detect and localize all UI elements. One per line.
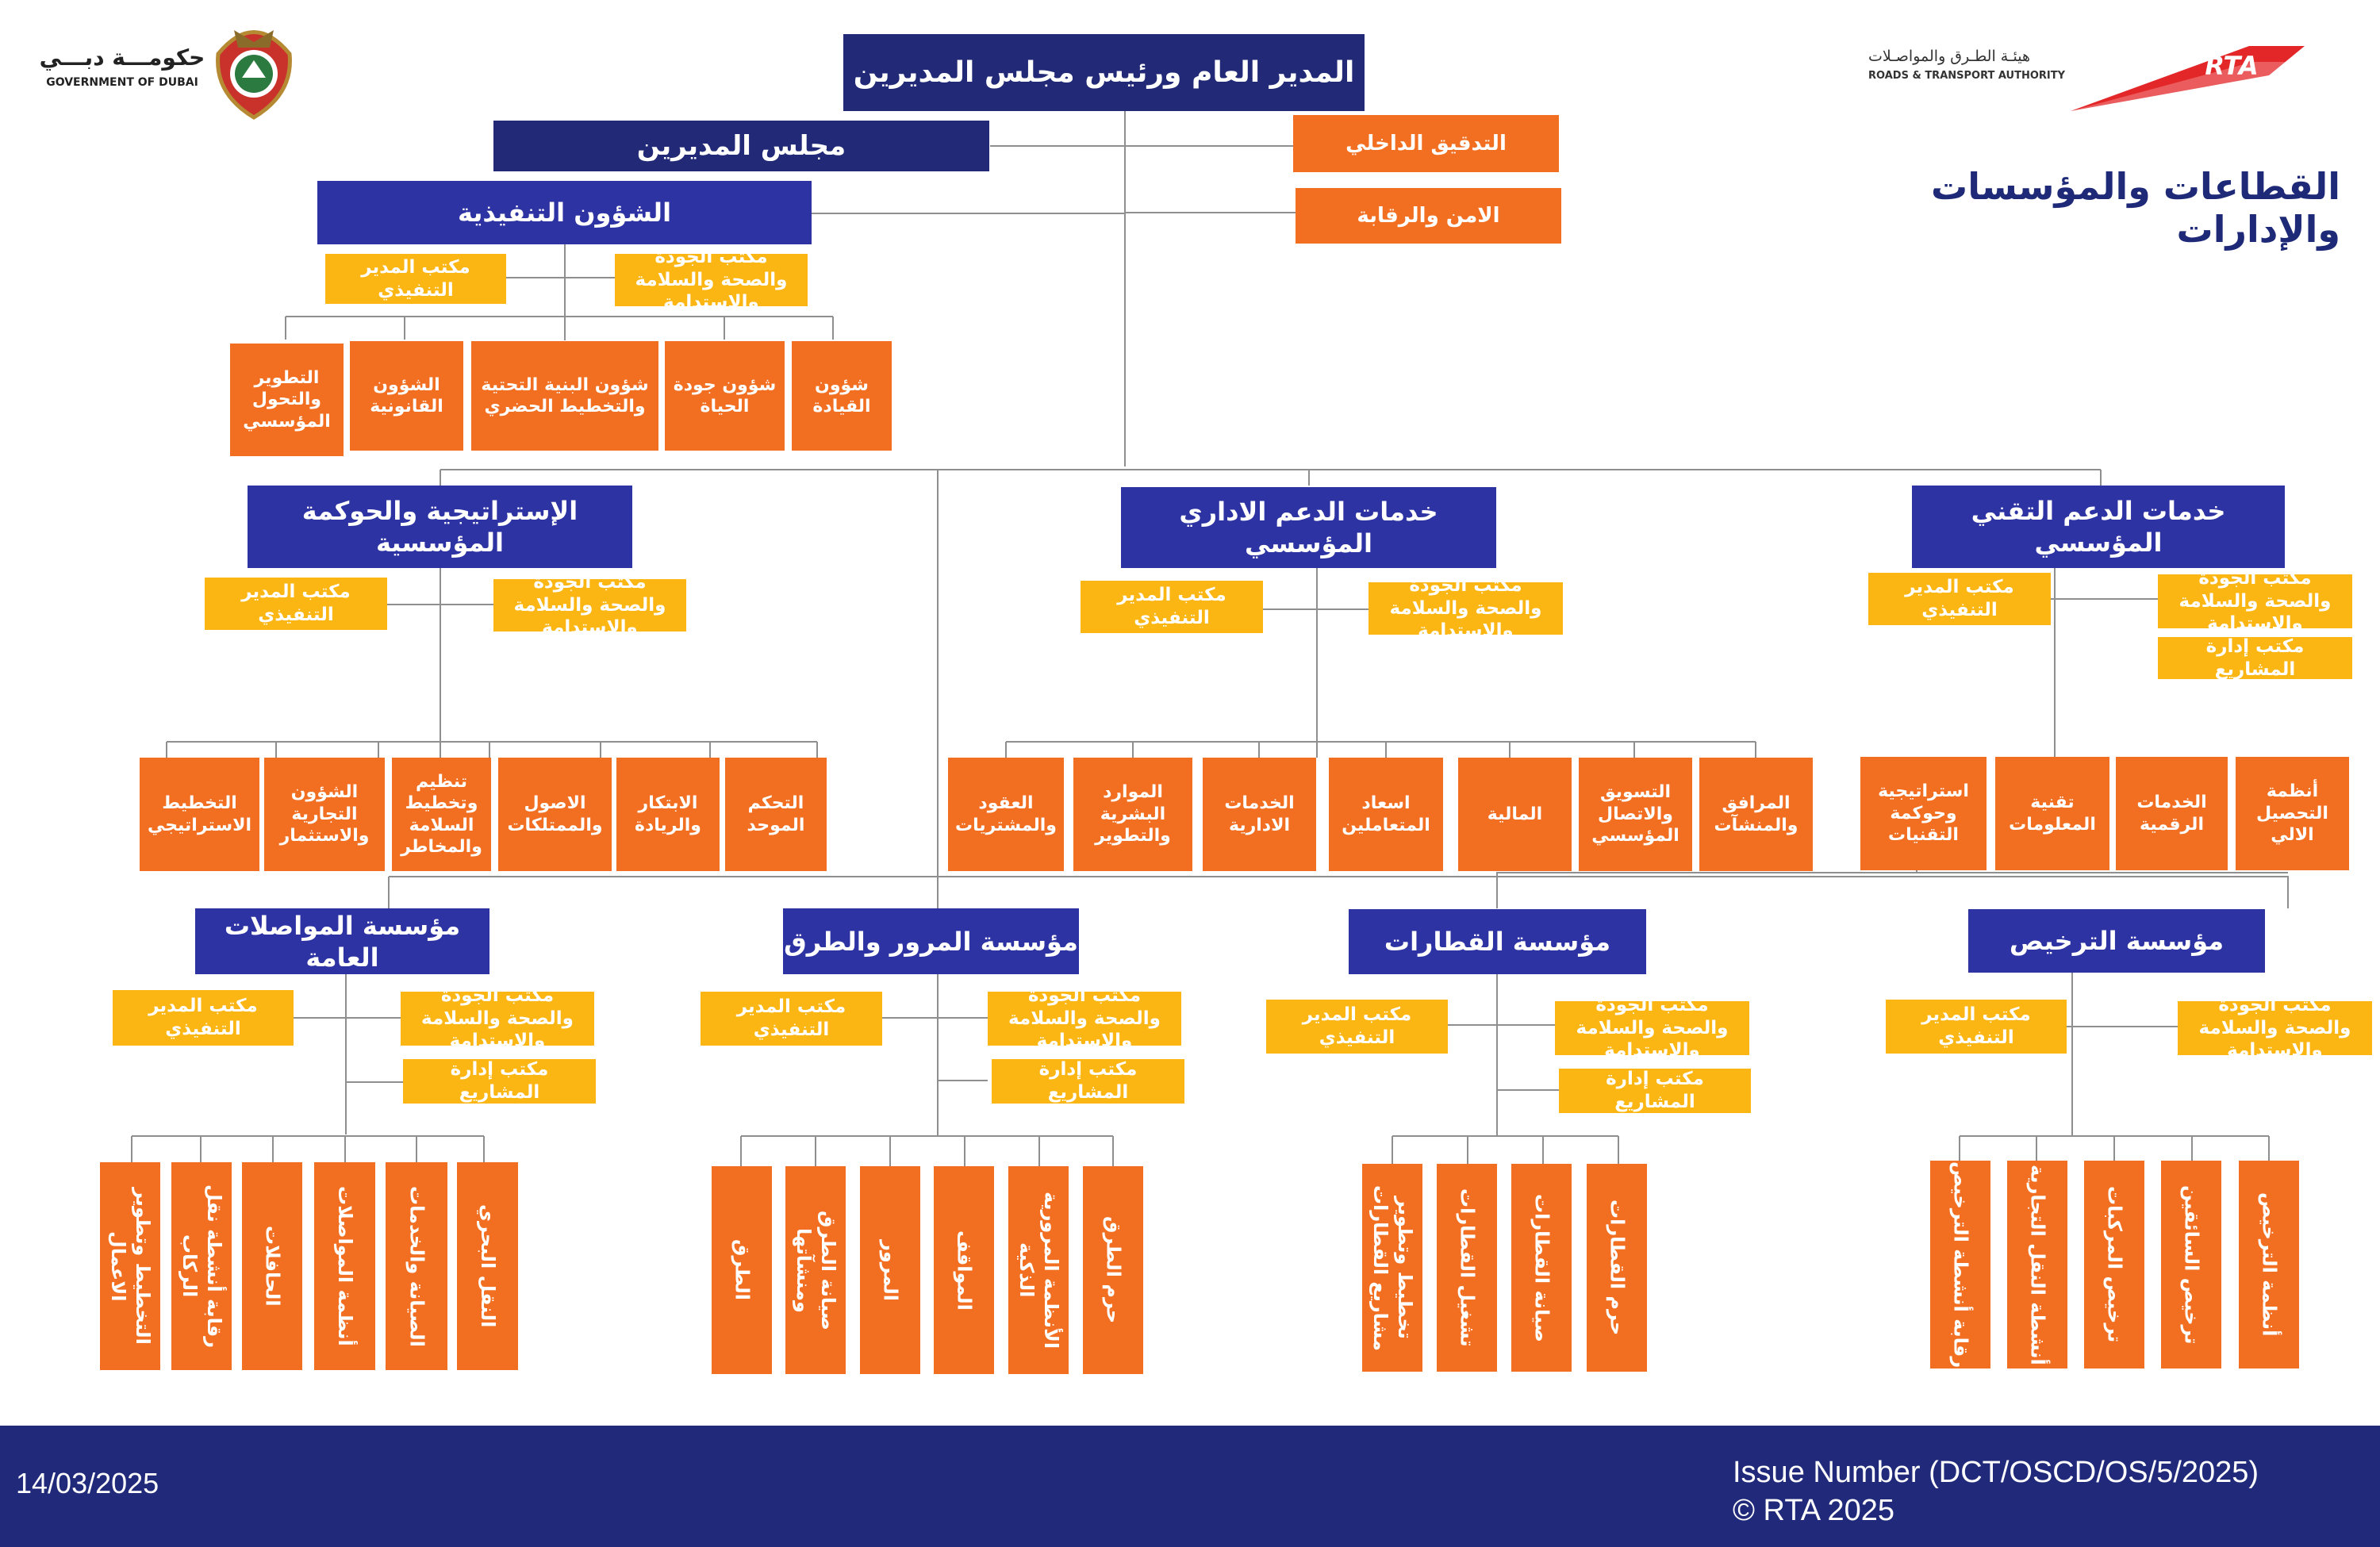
agency-1-office-quality: مكتب الجودة والصحة والسلامة والاستدامة bbox=[401, 992, 594, 1046]
rta-logo: هيئـة الطـرق والمواصـلات ROADS & TRANSPO… bbox=[1868, 40, 2305, 115]
rta-logo-text-ar: هيئـة الطـرق والمواصـلات bbox=[1868, 48, 2031, 65]
agency-2-unit: صيانة الطرق ومنشآتها bbox=[785, 1166, 846, 1374]
sector-3-office-ceo: مكتب المدير التنفيذي bbox=[1868, 573, 2051, 625]
sector-1-unit: التحكم الموحد bbox=[725, 758, 827, 871]
sector-1-office-quality: مكتب الجودة والصحة والسلامة والاستدامة bbox=[493, 579, 686, 631]
copyright: © RTA 2025 bbox=[1733, 1494, 1895, 1527]
agency-1-unit: النقل البحري bbox=[457, 1162, 518, 1370]
executive-office-quality: مكتب الجودة والصحة والسلامة والاستدامة bbox=[615, 254, 808, 306]
sector-1-unit: تنظيم وتخطيط السلامة والمخاطر bbox=[392, 758, 491, 871]
agency-3-unit: تشغيل القطارات bbox=[1437, 1164, 1497, 1372]
sector-2-unit: المرافق والمنشآت bbox=[1699, 758, 1813, 871]
agency-4-unit: أنشطة النقل التجارية bbox=[2007, 1161, 2067, 1368]
agency-2-unit: الأنظمة المرورية الذكية bbox=[1008, 1166, 1069, 1374]
sector-3-unit: أنظمة التحصيل الالي bbox=[2236, 757, 2349, 870]
sector-2-unit: الخدمات الادارية bbox=[1203, 758, 1316, 871]
sector-3-office-projects: مكتب إدارة المشاريع bbox=[2158, 637, 2352, 679]
agency-3-unit: حرم القطارات bbox=[1587, 1164, 1647, 1372]
agency-2-unit: حرم الطرق bbox=[1083, 1166, 1143, 1374]
agency-1-unit: الحافلات bbox=[242, 1162, 302, 1370]
agency-4-unit: ترخيص المركبات bbox=[2084, 1161, 2144, 1368]
sector-1-unit: الشؤون التجارية والاستثمار bbox=[264, 758, 385, 871]
rta-mark-text: RTA bbox=[2205, 51, 2259, 81]
agency-1-unit: أنظمة المواصلات bbox=[314, 1162, 375, 1370]
internal-audit-box: التدقيق الداخلي bbox=[1293, 115, 1559, 172]
rta-logo-text-en: ROADS & TRANSPORT AUTHORITY bbox=[1868, 70, 2066, 82]
agency-traffic-roads: مؤسسة المرور والطرق bbox=[783, 908, 1079, 974]
agency-2-office-quality: مكتب الجودة والصحة والسلامة والاستدامة bbox=[988, 992, 1181, 1046]
sector-2-unit: الموارد البشرية والتطوير bbox=[1073, 758, 1192, 871]
agency-licensing: مؤسسة الترخيص bbox=[1968, 909, 2265, 973]
dubai-emblem-icon bbox=[216, 30, 292, 120]
agency-3-office-projects: مكتب إدارة المشاريع bbox=[1559, 1069, 1751, 1113]
agency-2-unit: المواقف bbox=[934, 1166, 994, 1374]
sector-1-unit: الابتكار والريادة bbox=[616, 758, 720, 871]
agency-2-unit: الطرق bbox=[712, 1166, 772, 1374]
sector-strategy-governance: الإستراتيجية والحوكمة المؤسسية bbox=[248, 486, 632, 568]
agency-public-transport: مؤسسة المواصلات العامة bbox=[195, 908, 489, 974]
executive-unit: شؤون البنية التحتية والتخطيط الحضري bbox=[471, 341, 658, 451]
dubai-logo-text-ar: حكومـــة دبـــي bbox=[39, 44, 205, 71]
sector-2-unit: العقود والمشتريات bbox=[948, 758, 1064, 871]
agency-1-office-ceo: مكتب المدير التنفيذي bbox=[113, 990, 294, 1046]
agency-4-unit: رقابة أنشطة الترخيص bbox=[1930, 1161, 1990, 1368]
sector-1-unit: التخطيط الاستراتيجي bbox=[140, 758, 259, 871]
dubai-logo-text-en: GOVERNMENT OF DUBAI bbox=[46, 76, 198, 89]
agency-1-unit: التخطيط وتطوير الاعمال bbox=[100, 1162, 160, 1370]
agency-1-unit: الصيانة والخدمات bbox=[386, 1162, 447, 1370]
agency-2-office-ceo: مكتب المدير التنفيذي bbox=[701, 992, 882, 1046]
executive-unit: التطوير والتحول المؤسسي bbox=[230, 344, 344, 456]
sector-3-unit: استراتيجية وحوكمة التقنيات bbox=[1860, 757, 1987, 870]
executive-unit: شؤون القيادة bbox=[792, 341, 892, 451]
agency-3-office-ceo: مكتب المدير التنفيذي bbox=[1266, 1000, 1448, 1054]
page-title: القطاعات والمؤسسات والإدارات bbox=[1930, 165, 2340, 251]
security-control-box: الامن والرقابة bbox=[1296, 188, 1561, 244]
agency-2-office-projects: مكتب إدارة المشاريع bbox=[992, 1059, 1184, 1104]
sector-2-office-quality: مكتب الجودة والصحة والسلامة والاستدامة bbox=[1368, 582, 1563, 635]
dubai-government-logo: حكومـــة دبـــي GOVERNMENT OF DUBAI bbox=[32, 14, 301, 121]
executive-unit: الشؤون القانونية bbox=[350, 341, 463, 451]
sector-2-unit: التسويق والاتصال المؤسسي bbox=[1579, 758, 1692, 871]
sector-2-unit: المالية bbox=[1458, 758, 1572, 871]
director-general-box: المدير العام ورئيس مجلس المديرين bbox=[843, 34, 1365, 111]
agency-3-unit: تخطيط وتطوير مشاريع القطارات bbox=[1362, 1164, 1422, 1372]
issue-number: Issue Number (DCT/OSCD/OS/5/2025) bbox=[1733, 1456, 2259, 1489]
agency-4-unit: ترخيص السائقين bbox=[2161, 1161, 2221, 1368]
sector-3-unit: تقنية المعلومات bbox=[1995, 757, 2109, 870]
agency-3-unit: صيانة القطارات bbox=[1511, 1164, 1572, 1372]
agency-3-office-quality: مكتب الجودة والصحة والسلامة والاستدامة bbox=[1555, 1001, 1749, 1055]
agency-1-office-projects: مكتب إدارة المشاريع bbox=[403, 1059, 596, 1104]
sector-3-unit: الخدمات الرقمية bbox=[2116, 757, 2228, 870]
agency-1-unit: رقابة أنشطة نقل الركاب bbox=[171, 1162, 232, 1370]
agency-4-office-ceo: مكتب المدير التنفيذي bbox=[1886, 1000, 2067, 1054]
agency-4-unit: أنظمة الترخيص bbox=[2239, 1161, 2299, 1368]
sector-1-office-ceo: مكتب المدير التنفيذي bbox=[205, 578, 387, 630]
sector-2-office-ceo: مكتب المدير التنفيذي bbox=[1081, 581, 1263, 633]
board-of-directors-box: مجلس المديرين bbox=[493, 121, 989, 171]
issue-date: 14/03/2025 bbox=[16, 1467, 159, 1499]
sector-tech-support: خدمات الدعم التقني المؤسسي bbox=[1912, 486, 2285, 568]
agency-rail: مؤسسة القطارات bbox=[1349, 909, 1646, 974]
executive-unit: شؤون جودة الحياة bbox=[665, 341, 785, 451]
sector-1-unit: الاصول والممتلكات bbox=[498, 758, 612, 871]
executive-affairs-box: الشؤون التنفيذية bbox=[317, 181, 812, 244]
footer-bar: 14/03/2025 Issue Number (DCT/OSCD/OS/5/2… bbox=[0, 1426, 2380, 1547]
executive-office-ceo: مكتب المدير التنفيذي bbox=[325, 254, 506, 304]
sector-3-office-quality: مكتب الجودة والصحة والسلامة والاستدامة bbox=[2158, 574, 2352, 628]
sector-2-unit: اسعاد المتعاملين bbox=[1329, 758, 1443, 871]
sector-admin-support: خدمات الدعم الاداري المؤسسي bbox=[1121, 487, 1496, 568]
agency-2-unit: المرور bbox=[860, 1166, 920, 1374]
rta-mark-icon bbox=[2071, 46, 2305, 111]
agency-4-office-quality: مكتب الجودة والصحة والسلامة والاستدامة bbox=[2178, 1001, 2372, 1055]
